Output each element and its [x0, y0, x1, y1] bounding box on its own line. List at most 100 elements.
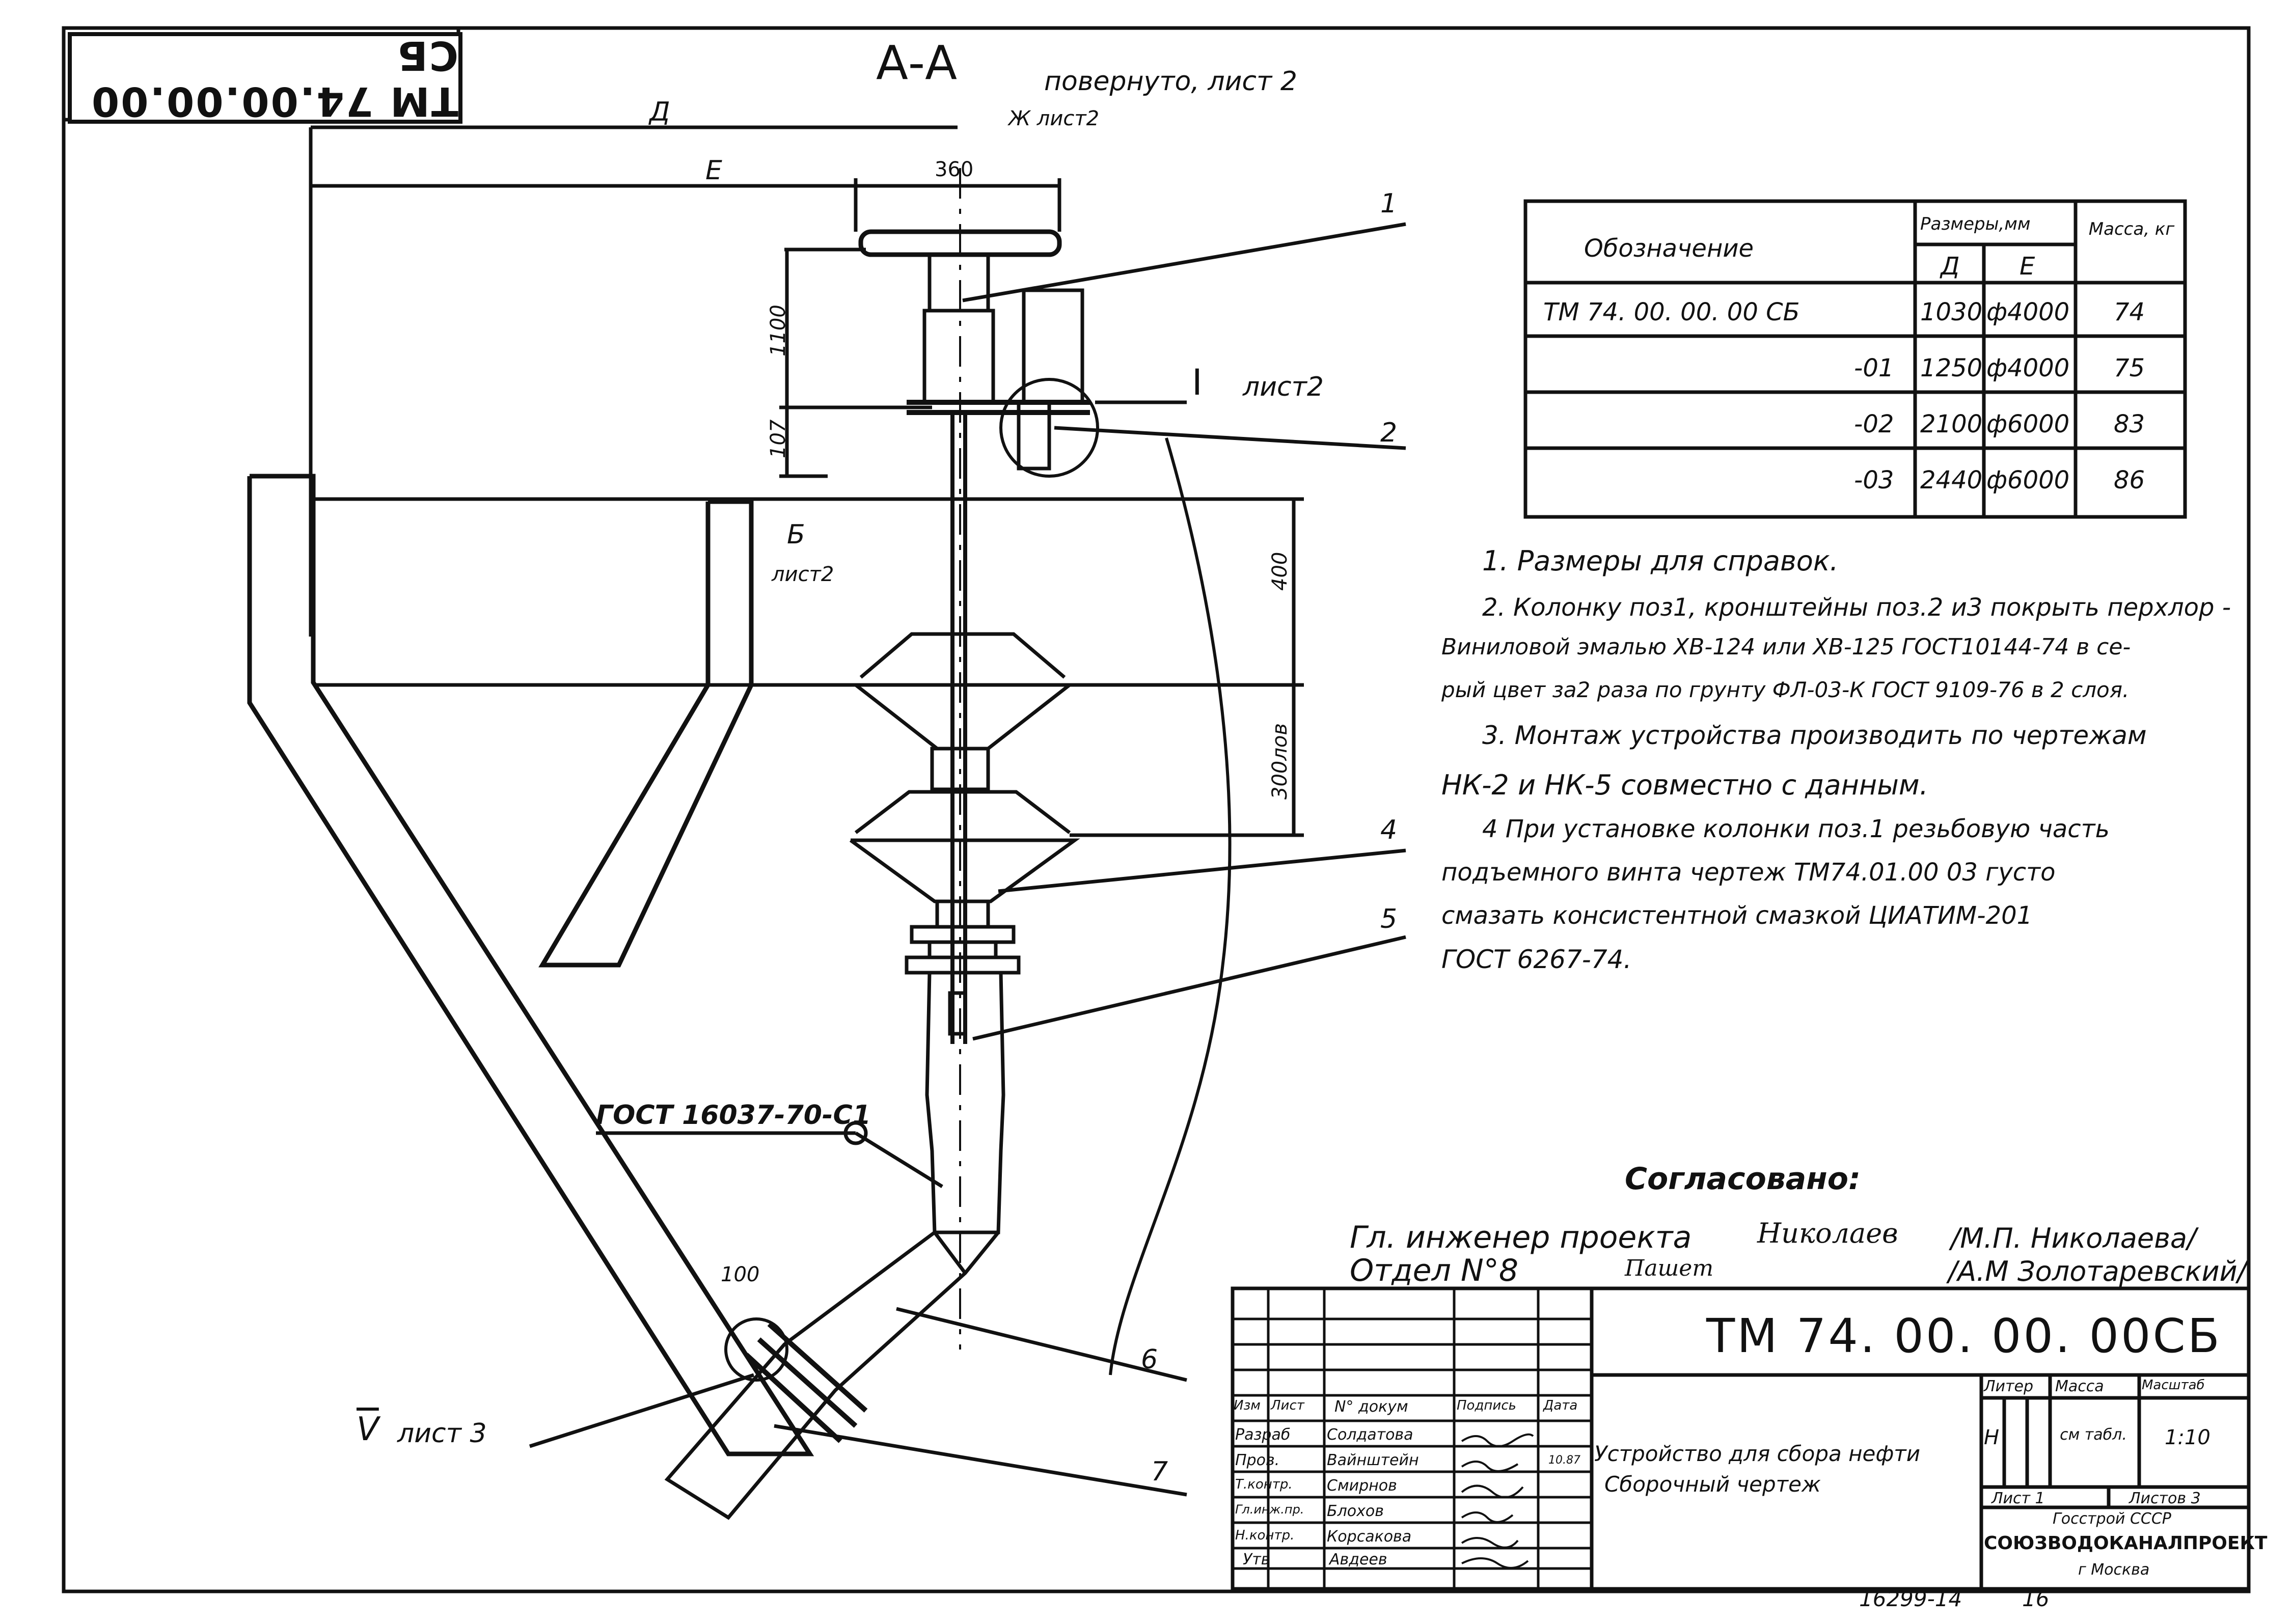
- note-line: 2. Колонку поз1, кронштейны поз.2 и3 пок…: [1482, 593, 2231, 622]
- table-header-mass: Масса, кг: [2088, 219, 2175, 239]
- detail-ref-I-sheet: лист2: [1243, 372, 1324, 402]
- section-title: А-А: [876, 36, 958, 90]
- table-header-E: Е: [2020, 252, 2035, 281]
- row-D: 1030: [1920, 298, 1983, 326]
- note-line: 3. Монтаж устройства производить по черт…: [1482, 721, 2147, 750]
- table-header-sizes: Размеры,мм: [1920, 214, 2031, 234]
- tb-name: Блохов: [1327, 1502, 1384, 1520]
- tb-name: Корсакова: [1327, 1528, 1412, 1546]
- footer-num: 16: [2022, 1586, 2050, 1611]
- row-designation: -03: [1854, 466, 1894, 494]
- tb-role: Разраб: [1235, 1426, 1291, 1444]
- callout-5: 5: [1380, 904, 1398, 934]
- note-line: смазать консистентной смазкой ЦИАТИМ-201: [1441, 901, 2033, 930]
- detail-ref-I: I: [1192, 362, 1203, 403]
- note-line: НК-2 и НК-5 совместно с данным.: [1441, 769, 1928, 801]
- row-mass: 83: [2114, 410, 2145, 438]
- tb-role: Утв: [1243, 1551, 1270, 1568]
- detail-ref-V: V: [357, 1411, 379, 1448]
- section-note: повернуто, лист 2: [1044, 66, 1297, 97]
- row-E: ф4000: [1986, 354, 2070, 382]
- row-mass: 75: [2114, 354, 2145, 382]
- note-line: 4 При установке колонки поз.1 резьбовую …: [1482, 815, 2110, 843]
- tb-h-liter: Литер: [1984, 1378, 2034, 1395]
- tb-role: Пров.: [1235, 1451, 1280, 1469]
- note-line: подъемного винта чертеж ТМ74.01.00 03 гу…: [1441, 858, 2056, 887]
- tb-role: Т.контр.: [1235, 1477, 1293, 1492]
- tb-name: Авдеев: [1329, 1551, 1387, 1568]
- tb-h-sign: Подпись: [1457, 1398, 1516, 1413]
- tb-scale: 1:10: [2165, 1426, 2211, 1449]
- row-E: ф6000: [1986, 466, 2070, 494]
- rotated-designation-stamp: ТМ 74.00.00.00 СБ: [68, 32, 462, 124]
- footer-code: 16299-14: [1859, 1586, 1962, 1611]
- callout-7: 7: [1151, 1456, 1168, 1487]
- stamp-text: ТМ 74.00.00.00 СБ: [90, 32, 458, 124]
- note-line: ГОСТ 6267-74.: [1441, 945, 1632, 974]
- dim-E: Е: [705, 155, 722, 186]
- row-mass: 74: [2114, 298, 2145, 326]
- tb-org-2: СОЮЗВОДОКАНАЛПРОЕКТ: [1984, 1533, 2268, 1554]
- approval-sign-2: Пашет: [1625, 1255, 1714, 1281]
- title-block-name-2: Сборочный чертеж: [1604, 1472, 1821, 1497]
- tb-h-date: Дата: [1543, 1398, 1578, 1413]
- dim-400: 400: [1268, 552, 1292, 591]
- gost-weld-label: ГОСТ 16037-70-С1: [596, 1100, 871, 1131]
- note-line: рый цвет за2 раза по грунту ФЛ-03-К ГОСТ…: [1441, 677, 2130, 702]
- row-D: 2100: [1920, 410, 1983, 438]
- dim-D: Д: [649, 97, 670, 127]
- detail-ref-V-sheet: лист 3: [397, 1418, 487, 1449]
- note-line: Виниловой эмалью ХВ-124 или ХВ-125 ГОСТ1…: [1441, 634, 2131, 660]
- tb-h-izm: Изм: [1234, 1398, 1261, 1413]
- callout-6: 6: [1141, 1344, 1158, 1375]
- tb-h-scale: Масштаб: [2142, 1378, 2205, 1393]
- row-designation: -01: [1854, 354, 1894, 382]
- dim-360: 360: [935, 158, 974, 181]
- tb-mass: см табл.: [2060, 1426, 2127, 1444]
- row-D: 1250: [1920, 354, 1983, 382]
- approval-title: Согласовано:: [1625, 1161, 1861, 1197]
- tb-h-ndoc: N° докум: [1334, 1398, 1408, 1416]
- table-header-D: Д: [1941, 252, 1960, 281]
- row-designation: ТМ 74. 00. 00. 00 СБ: [1543, 298, 1800, 326]
- approval-role-2: Отдел N°8: [1350, 1253, 1519, 1288]
- title-block-designation: ТМ 74. 00. 00. 00СБ: [1706, 1309, 2222, 1363]
- tb-name: Вайнштейн: [1327, 1451, 1419, 1469]
- row-E: ф6000: [1986, 410, 2070, 438]
- view-ref: Ж лист2: [1008, 107, 1100, 130]
- dim-100: 100: [721, 1263, 760, 1286]
- dim-107: 107: [767, 419, 790, 458]
- dim-300: 300лов: [1268, 723, 1292, 800]
- callout-2: 2: [1380, 418, 1398, 448]
- view-ref-B-sheet: лист2: [772, 563, 834, 586]
- approval-name-1: /М.П. Николаева/: [1951, 1222, 2197, 1254]
- approval-sign-1: Николаев: [1757, 1217, 1898, 1249]
- tank-wall-inner: [538, 499, 754, 968]
- approval-role-1: Гл. инженер проекта: [1350, 1220, 1692, 1255]
- callout-4: 4: [1380, 815, 1398, 845]
- tb-liter: Н: [1984, 1426, 2000, 1449]
- row-E: ф4000: [1986, 298, 2070, 326]
- tb-name: Солдатова: [1327, 1426, 1413, 1444]
- callout-1: 1: [1380, 188, 1398, 219]
- drawing-frame: [62, 26, 2251, 1593]
- tb-sheets: Листов 3: [2129, 1490, 2201, 1507]
- tb-role: Гл.инж.пр.: [1235, 1502, 1304, 1517]
- dim-1100: 1100: [767, 305, 790, 356]
- tb-name: Смирнов: [1327, 1477, 1397, 1495]
- tb-org-3: г Москва: [2078, 1561, 2150, 1579]
- tb-role: Н.контр.: [1235, 1528, 1295, 1543]
- tb-org-1: Госстрой СССР: [2053, 1510, 2171, 1528]
- note-line: 1. Размеры для справок.: [1482, 545, 1839, 577]
- view-ref-B: Б: [787, 519, 805, 550]
- tb-h-list: Лист: [1271, 1398, 1304, 1413]
- row-mass: 86: [2114, 466, 2145, 494]
- title-block-name-1: Устройство для сбора нефти: [1594, 1441, 1921, 1466]
- row-D: 2440: [1920, 466, 1983, 494]
- tank-wall-outer: [247, 474, 814, 1456]
- row-designation: -02: [1854, 410, 1894, 438]
- approval-name-2: /А.М Золотаревский/: [1948, 1255, 2247, 1287]
- table-header-designation: Обозначение: [1584, 234, 1754, 263]
- tb-sheet: Лист 1: [1991, 1490, 2045, 1507]
